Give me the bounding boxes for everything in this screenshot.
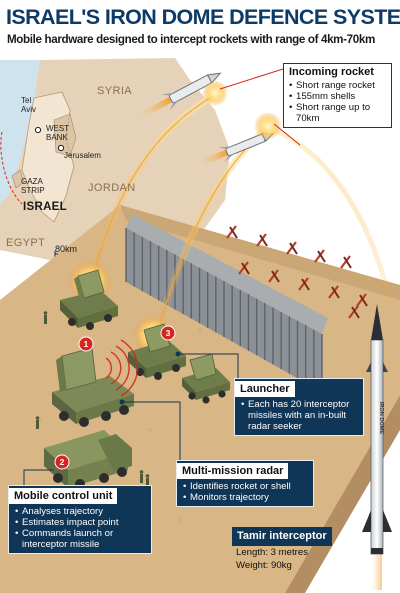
list-item: Commands launch or interceptor missile — [15, 528, 147, 550]
fence-posts — [125, 228, 323, 392]
radar-heading: Multi-mission radar — [177, 463, 289, 479]
list-item: Estimates impact point — [15, 517, 147, 528]
obstacles — [226, 225, 368, 319]
map-label-syria: SYRIA — [97, 85, 133, 97]
radar-list: Identifies rocket or shell Monitors traj… — [177, 479, 313, 506]
page-subtitle: Mobile hardware designed to intercept ro… — [7, 33, 375, 46]
launcher-vehicle-3 — [182, 353, 230, 404]
list-item: Analyses trajectory — [15, 506, 147, 517]
border-line — [53, 91, 75, 223]
trajectory-line-1 — [89, 94, 216, 291]
radar-waves — [105, 339, 139, 397]
soldiers — [35, 311, 150, 487]
fence-top-face — [126, 214, 328, 334]
tamir-missile: IRON DOME — [362, 304, 392, 590]
control-unit-box: Mobile control unit Analyses trajectory … — [8, 485, 152, 554]
control-unit-list: Analyses trajectory Estimates impact poi… — [9, 504, 151, 553]
incoming-rocket-1 — [137, 72, 222, 120]
scale-label: 80km — [55, 244, 78, 254]
region-map — [0, 58, 230, 270]
missile-label: IRON DOME — [378, 402, 384, 435]
incoming-rocket-list: Short range rocket 155mm shells Short ra… — [284, 80, 391, 127]
list-item: Identifies rocket or shell — [183, 481, 309, 492]
launcher-vehicle-1 — [60, 269, 118, 330]
launcher-list: Each has 20 interceptor missiles with an… — [235, 397, 363, 435]
gaza-area — [11, 169, 25, 189]
list-item: Monitors trajectory — [183, 492, 309, 503]
page-title: ISRAEL'S IRON DOME DEFENCE SYSTEM — [6, 5, 400, 29]
number-badge-radar: 1 — [78, 336, 94, 352]
launcher-heading: Launcher — [235, 381, 295, 397]
svg-text:2: 2 — [60, 457, 65, 467]
svg-text:3: 3 — [166, 328, 171, 338]
interceptor-weight: Weight: 90kg — [236, 560, 292, 571]
interceptor-label: Tamir interceptor Length: 3 metres Weigh… — [232, 526, 362, 572]
tank-trap — [348, 305, 360, 319]
list-item: 155mm shells — [289, 91, 387, 102]
map-label-jordan: JORDAN — [88, 182, 136, 194]
control-unit-heading: Mobile control unit — [9, 488, 118, 504]
tank-trap — [238, 261, 250, 275]
tank-trap — [298, 277, 310, 291]
radar-vehicle — [52, 347, 134, 427]
tel-aviv-marker — [34, 126, 42, 134]
interceptor-length: Length: 3 metres — [236, 547, 308, 558]
list-item: Each has 20 interceptor missiles with an… — [241, 399, 359, 432]
radar-box: Multi-mission radar Identifies rocket or… — [176, 460, 314, 507]
tank-trap — [340, 255, 352, 269]
tank-trap — [328, 285, 340, 299]
list-item: Short range rocket — [289, 80, 387, 91]
map-label-israel: ISRAEL — [23, 201, 67, 213]
launcher-box: Launcher Each has 20 interceptor missile… — [234, 378, 364, 436]
tank-trap — [256, 233, 268, 247]
map-label-jerusalem: Jerusalem — [64, 151, 101, 160]
number-badge-launcher: 3 — [160, 325, 176, 341]
tank-trap — [226, 225, 238, 239]
number-badge-control: 2 — [54, 454, 70, 470]
callout-lines — [219, 68, 301, 146]
sea-area — [0, 60, 40, 204]
incoming-rocket-box: Incoming rocket Short range rocket 155mm… — [283, 63, 392, 128]
connector-lines — [23, 351, 239, 486]
jerusalem-marker — [57, 144, 65, 152]
list-item: Short range up to 70km — [289, 102, 387, 124]
map-label-egypt: EGYPT — [6, 237, 46, 249]
interceptor-heading: Tamir interceptor — [232, 527, 332, 546]
range-arc — [0, 131, 23, 205]
intercept-blast-2 — [254, 112, 282, 140]
svg-text:1: 1 — [84, 339, 89, 349]
intercept-blast-1 — [202, 80, 228, 106]
ground-shade — [120, 205, 400, 300]
tank-trap — [268, 269, 280, 283]
incoming-rocket-heading: Incoming rocket — [289, 66, 374, 78]
tank-trap — [356, 293, 368, 307]
trajectory-arc-3 — [265, 125, 393, 303]
tank-trap — [286, 241, 298, 255]
tank-trap — [314, 249, 326, 263]
